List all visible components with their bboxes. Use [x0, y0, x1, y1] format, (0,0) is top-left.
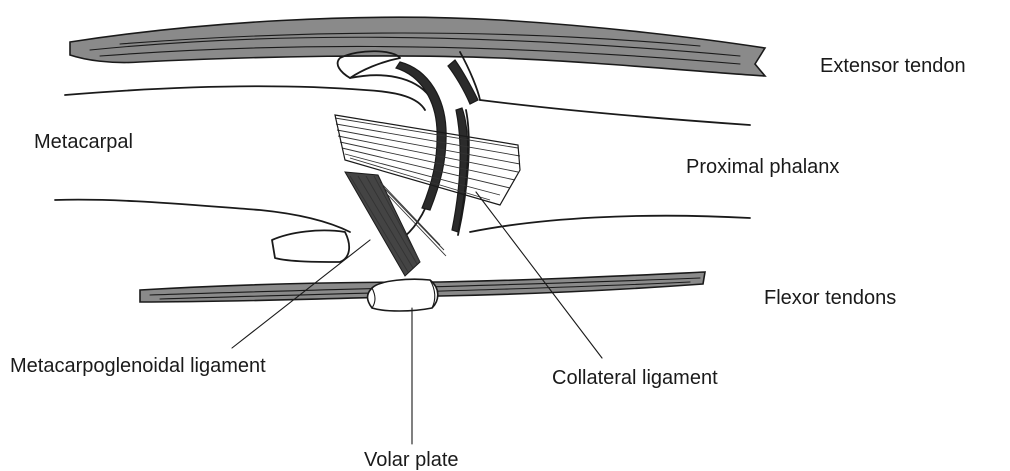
- label-metacarpal: Metacarpal: [34, 132, 133, 152]
- leader-collateral: [476, 192, 602, 358]
- label-collateral-ligament: Collateral ligament: [552, 368, 718, 388]
- label-flexor-tendons: Flexor tendons: [764, 288, 896, 308]
- extensor-tendon-band: [70, 17, 765, 76]
- label-metacarpoglenoidal-ligament: Metacarpoglenoidal ligament: [10, 356, 266, 376]
- label-proximal-phalanx: Proximal phalanx: [686, 157, 839, 177]
- label-extensor-tendon: Extensor tendon: [820, 56, 966, 76]
- label-volar-plate: Volar plate: [364, 450, 459, 470]
- volar-plate-shape: [368, 279, 438, 311]
- leader-lines: [232, 192, 602, 444]
